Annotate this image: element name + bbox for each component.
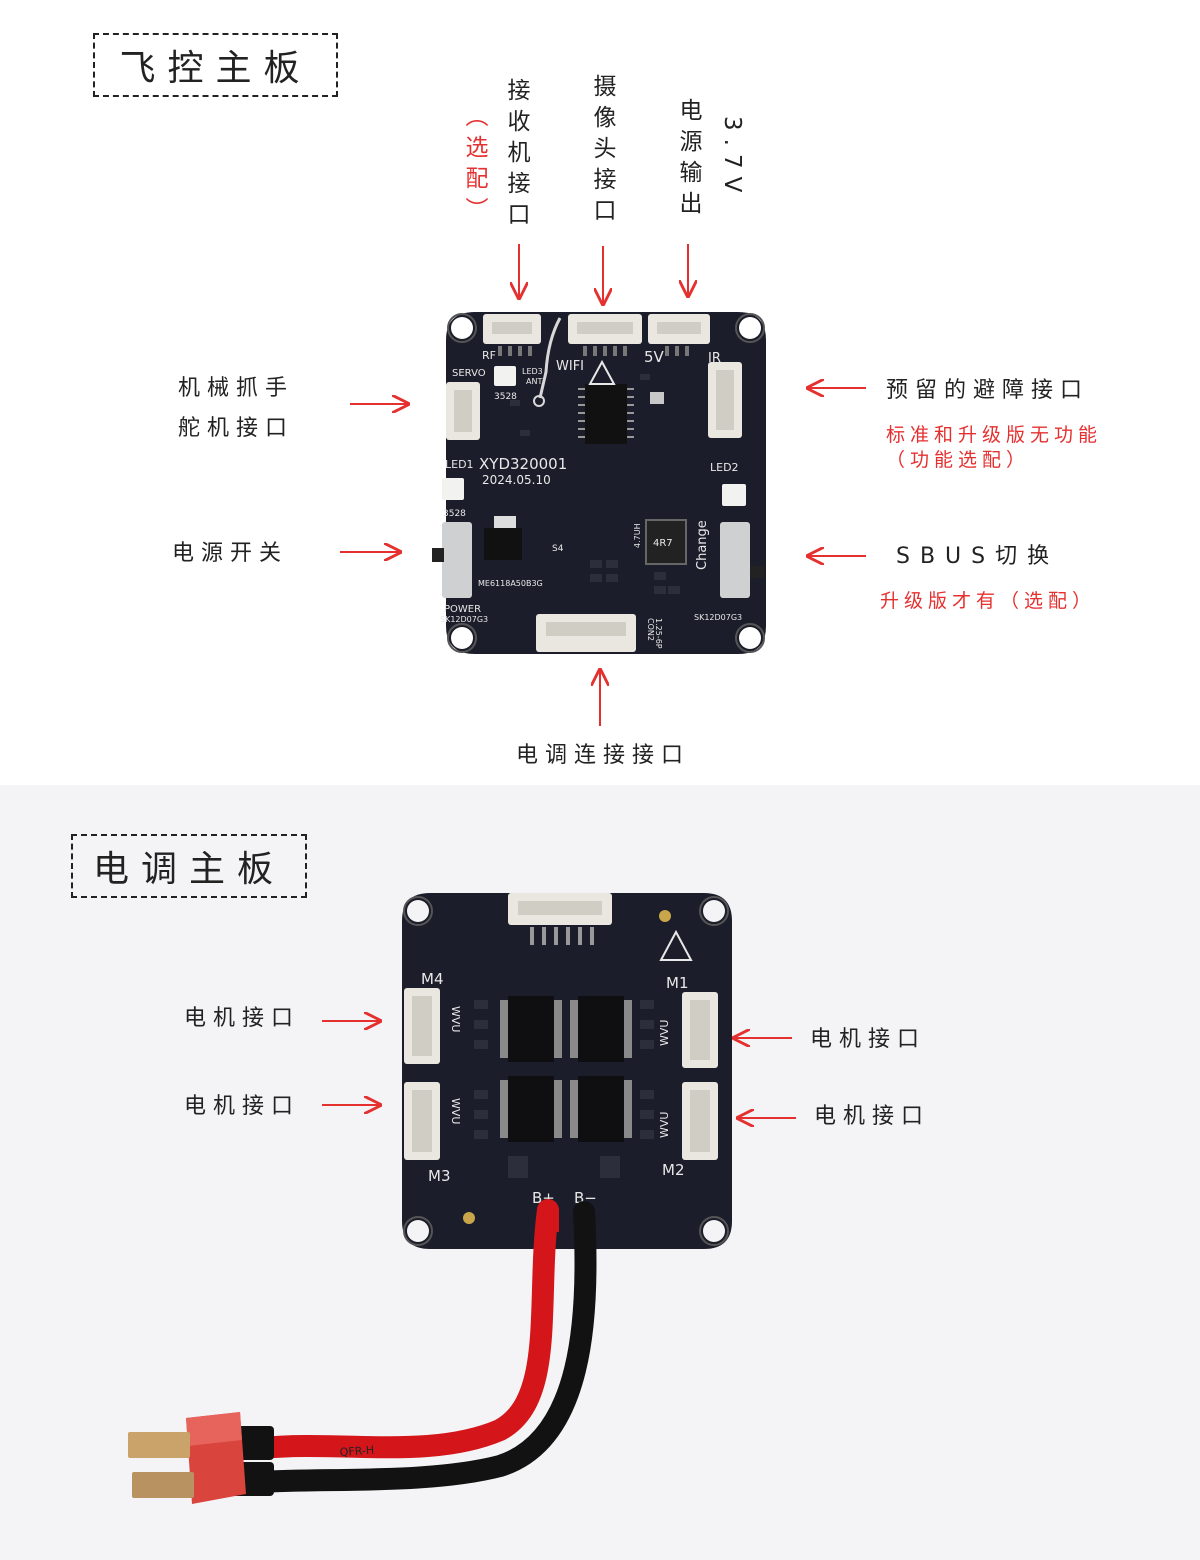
esc-board: M4 M1 M3 M2 WVU WVU WVU WVU B+ B−	[402, 893, 732, 1249]
label-power-out: 电源输出	[675, 98, 701, 222]
arrows	[322, 244, 866, 1118]
label-reserved: 预留的避障接口	[886, 378, 1090, 403]
label-motor-bottom-right: 电机接口	[814, 1104, 931, 1129]
silk-con2: CON2	[646, 618, 655, 641]
silk-chip: ME6118A50B3G	[478, 579, 543, 588]
esc-board-title: 电调主板	[71, 834, 307, 898]
cable-text: QFR-H	[339, 1444, 374, 1459]
label-reserved-note-line1: 标准和升级版无功能	[886, 424, 1103, 446]
label-sbus: SBUS切换	[896, 544, 1060, 569]
silk-rf: RF	[482, 349, 496, 362]
inductor	[645, 519, 687, 565]
silk-uvw-m2: WVU	[658, 1112, 671, 1138]
label-power-out-voltage: 3.7V	[719, 116, 745, 201]
label-motor-bottom-left: 电机接口	[184, 1094, 301, 1119]
silk-sw-left: SK12D07G3	[440, 615, 488, 624]
silk-s4: S4	[552, 544, 564, 554]
silk-inductor-value: 4.7UH	[633, 523, 642, 548]
silk-uvw-m3: WVU	[449, 1098, 462, 1124]
silk-con2-pitch: 1.25-6P	[654, 618, 663, 649]
silk-ir: IR	[708, 351, 721, 366]
silk-m2: M2	[662, 1161, 685, 1179]
silk-uvw-m1: WVU	[658, 1020, 671, 1046]
label-receiver: 接收机接口	[503, 78, 529, 233]
silk-model: XYD320001	[479, 455, 567, 473]
silk-ant: ANT	[526, 377, 542, 386]
battery-cable: QFR-H	[128, 1199, 597, 1504]
silk-date: 2024.05.10	[482, 473, 551, 487]
silk-wifi: WIFI	[556, 359, 584, 374]
silk-uvw-m4: WVU	[449, 1006, 462, 1032]
silk-3528b: 3528	[443, 509, 466, 519]
silk-5v: 5V	[644, 348, 665, 366]
label-power-switch: 电源开关	[172, 541, 289, 566]
silk-sw-right: SK12D07G3	[694, 613, 742, 622]
silk-led3: LED3	[522, 367, 543, 376]
sbus-switch-body	[720, 522, 750, 598]
t-plug-pin-top	[128, 1432, 190, 1458]
label-servo-line1: 机械抓手	[178, 376, 295, 401]
label-camera: 摄像头接口	[589, 74, 615, 229]
silk-change: Change	[695, 520, 710, 570]
label-sbus-note: 升级版才有（选配）	[880, 590, 1097, 612]
label-reserved-note-line2: （功能选配）	[886, 449, 1031, 471]
flight-board-title: 飞控主板	[93, 33, 338, 97]
silk-power: POWER	[444, 604, 481, 615]
silk-led2: LED2	[710, 461, 739, 474]
label-motor-top-right: 电机接口	[810, 1027, 927, 1052]
power-switch-body	[442, 522, 472, 598]
silk-servo: SERVO	[452, 368, 486, 379]
silk-3528a: 3528	[494, 392, 517, 402]
silk-m4: M4	[421, 970, 444, 988]
silk-m1: M1	[666, 974, 689, 992]
silk-inductor: 4R7	[653, 538, 673, 549]
label-esc-port: 电调连接接口	[516, 743, 691, 768]
label-servo-line2: 舵机接口	[178, 416, 295, 441]
t-plug-pin-bottom	[132, 1472, 194, 1498]
label-receiver-optional: （选配）	[461, 104, 487, 228]
label-motor-top-left: 电机接口	[184, 1006, 301, 1031]
silk-led1: LED1	[445, 458, 474, 471]
flight-controller-board: RF WIFI 5V IR SERVO LED3 ANT 3528 LED1 L…	[432, 312, 766, 654]
silk-m3: M3	[428, 1167, 451, 1185]
